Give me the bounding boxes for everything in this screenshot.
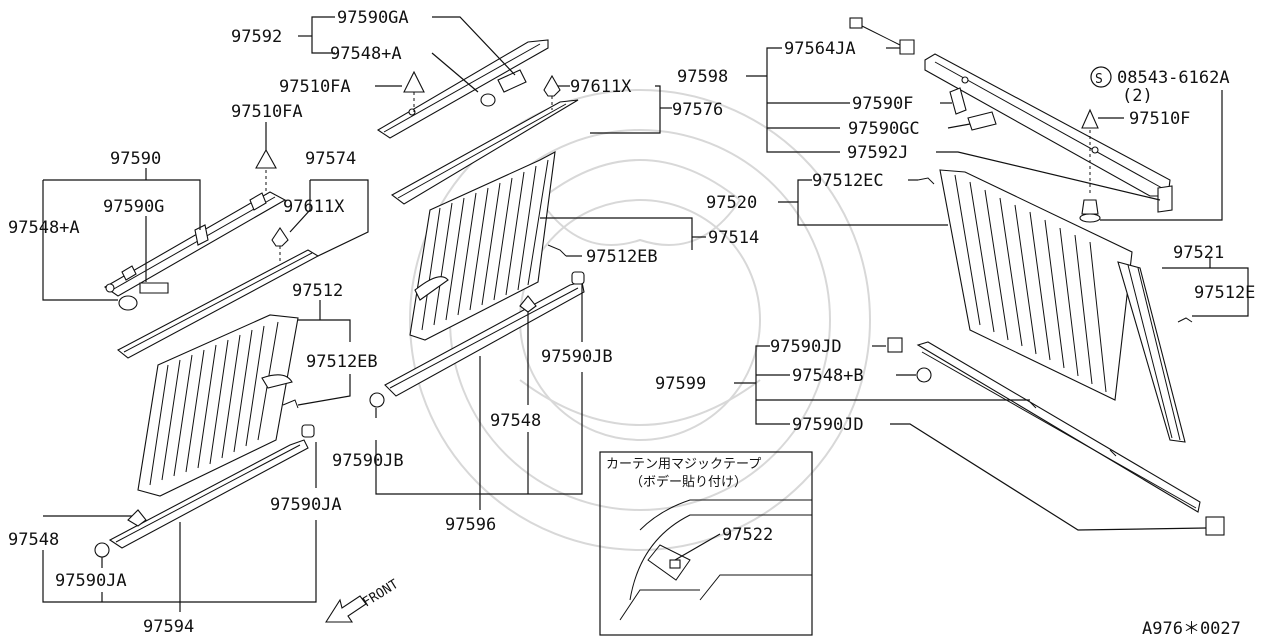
label-97576: 97576 <box>672 100 723 120</box>
label-97548A-top: 97548+A <box>330 44 402 64</box>
clip-97512EB-left <box>282 399 299 409</box>
clip-97548-left <box>127 509 147 527</box>
label-97512EB-1: 97512EB <box>306 352 378 372</box>
curtain-97521 <box>1117 261 1186 443</box>
label-97596: 97596 <box>445 515 496 535</box>
label-97512EC: 97512EC <box>812 171 884 191</box>
label-08543: 08543-6162A <box>1117 68 1230 88</box>
clip-97548-center <box>519 295 537 313</box>
label-97590: 97590 <box>110 149 161 169</box>
label-08543-qty: (2) <box>1122 86 1153 106</box>
figure-code: A976＊0027 <box>1142 619 1241 638</box>
clip-97512EC <box>917 177 935 185</box>
label-97574: 97574 <box>305 149 356 169</box>
front-arrow <box>324 595 367 623</box>
label-97590JD-2: 97590JD <box>792 415 864 435</box>
label-97590JD-1: 97590JD <box>770 337 842 357</box>
cap-97590JA-left <box>94 542 110 558</box>
cap-97548A-left <box>118 295 138 311</box>
label-97594: 97594 <box>143 617 194 637</box>
label-97599: 97599 <box>655 374 706 394</box>
label-97590JA-1: 97590JA <box>270 495 342 515</box>
label-97590F: 97590F <box>852 94 913 114</box>
inset-text: カーテン用マジックテープ （ボデー貼り付け） <box>606 457 761 490</box>
label-97590JA-2: 97590JA <box>55 571 127 591</box>
screw-symbol-letter: S <box>1095 72 1103 87</box>
label-97512E: 97512E <box>1194 283 1255 303</box>
label-97510FA-2: 97510FA <box>231 102 303 122</box>
label-97590GA: 97590GA <box>337 8 409 28</box>
rail-97599 <box>916 341 1225 536</box>
rail-97590 <box>103 191 287 297</box>
curtain-97512 <box>137 314 299 497</box>
clip-97510FA-left <box>255 148 277 195</box>
part-labels: 97592 97590GA 97548+A 97510FA 97510FA 97… <box>8 8 1255 637</box>
label-97512: 97512 <box>292 281 343 301</box>
screw-08543 <box>1079 199 1101 223</box>
label-97590JB-2: 97590JB <box>332 451 404 471</box>
label-97514: 97514 <box>708 228 759 248</box>
label-97548-left: 97548 <box>8 530 59 550</box>
inset-subtitle: （ボデー貼り付け） <box>630 474 747 490</box>
clip-97510FA-center <box>403 70 425 112</box>
label-97548-mid: 97548 <box>490 411 541 431</box>
inset-title: カーテン用マジックテープ <box>606 457 761 472</box>
clip-97512E <box>1177 317 1193 323</box>
label-97590G: 97590G <box>103 197 164 217</box>
bracket-97590JD <box>887 337 903 353</box>
label-97564JA: 97564JA <box>784 39 856 59</box>
label-97510FA-1: 97510FA <box>279 77 351 97</box>
clip-97611X-center <box>543 74 561 110</box>
cap-97590JB-center <box>369 392 385 408</box>
curtain-97514 <box>409 151 556 341</box>
label-97548A-left: 97548+A <box>8 218 80 238</box>
screw-symbol: S <box>1090 66 1112 88</box>
label-97520: 97520 <box>706 193 757 213</box>
bracket-97590F <box>949 87 967 115</box>
rail-97576 <box>390 99 579 205</box>
label-97592: 97592 <box>231 27 282 47</box>
cap-97548B <box>916 367 932 383</box>
clip-97512EB-center <box>547 244 567 257</box>
bracket-97590GC <box>967 111 997 131</box>
curtain-97520 <box>939 169 1133 401</box>
clip-97510F <box>1081 108 1099 196</box>
label-97592J: 97592J <box>847 143 908 163</box>
watermark-emblem <box>409 89 871 551</box>
label-97521: 97521 <box>1173 243 1224 263</box>
bracket-97592J <box>1157 185 1173 213</box>
label-97611X-1: 97611X <box>570 77 632 97</box>
label-97510F: 97510F <box>1129 109 1190 129</box>
label-97611X-2: 97611X <box>283 197 345 217</box>
connector-97564JA <box>849 17 915 55</box>
cap-97548A-center <box>480 93 496 107</box>
rail-97596 <box>384 271 585 397</box>
leader-lines <box>42 16 1249 612</box>
label-97598: 97598 <box>677 67 728 87</box>
inset-box <box>599 451 813 636</box>
clip-97611X-left <box>271 227 289 262</box>
label-97548B: 97548+B <box>792 366 864 386</box>
label-97522: 97522 <box>722 525 773 545</box>
front-label: FRONT <box>360 577 401 611</box>
label-97590JB-1: 97590JB <box>541 347 613 367</box>
label-97512EB-2: 97512EB <box>586 247 658 267</box>
rail-97594 <box>108 424 315 549</box>
label-97590GC: 97590GC <box>848 119 920 139</box>
